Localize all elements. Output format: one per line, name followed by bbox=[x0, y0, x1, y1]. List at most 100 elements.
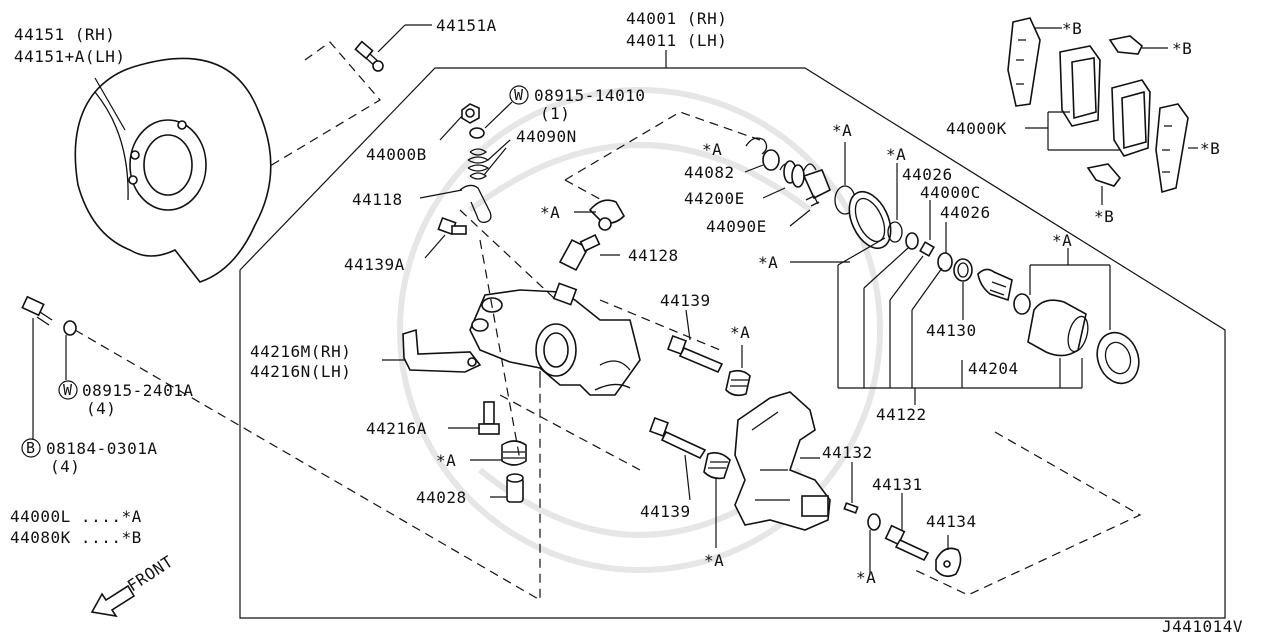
label-44200e: 44200E bbox=[684, 189, 745, 208]
label-a-4: *A bbox=[758, 253, 778, 272]
bolt-44139a-part bbox=[437, 216, 467, 236]
label-44128: 44128 bbox=[628, 246, 679, 265]
label-a-1: *A bbox=[702, 140, 722, 159]
label-44000b: 44000B bbox=[366, 145, 427, 164]
label-08915-14010-qty: (1) bbox=[540, 104, 570, 123]
clip-b-lower-part bbox=[1086, 163, 1122, 187]
washer-44132-part bbox=[867, 513, 881, 531]
bolt-44028-part bbox=[506, 473, 524, 503]
label-44139a: 44139A bbox=[344, 255, 405, 274]
washer-callout-w2 bbox=[58, 380, 78, 400]
bolt-44131-part bbox=[884, 524, 930, 562]
label-44026-b: 44026 bbox=[940, 203, 991, 222]
label-08915-2401a: 08915-2401A bbox=[82, 381, 193, 400]
label-44082: 44082 bbox=[684, 163, 735, 182]
label-b-4: *B bbox=[1094, 207, 1114, 226]
guide-pin-44128-part bbox=[558, 234, 601, 272]
pin-boot-upper-part bbox=[725, 369, 751, 397]
label-a-7: *A bbox=[730, 323, 750, 342]
label-44204: 44204 bbox=[968, 359, 1019, 378]
label-44139-lower: 44139 bbox=[640, 502, 691, 521]
seal-kit-44122-brackets bbox=[837, 237, 1083, 405]
label-44132: 44132 bbox=[822, 443, 873, 462]
label-44011-lh: 44011 (LH) bbox=[626, 31, 727, 50]
diagram-code: J441014V bbox=[1162, 617, 1243, 636]
dust-shield-part bbox=[74, 57, 272, 283]
large-ring-part bbox=[848, 190, 892, 250]
piston-part bbox=[1027, 299, 1089, 357]
ring-small-part bbox=[905, 232, 919, 250]
label-b-3: *B bbox=[1200, 139, 1220, 158]
label-b-1: *B bbox=[1062, 19, 1082, 38]
label-08184-0301a-qty: (4) bbox=[50, 457, 80, 476]
boot-part-a bbox=[588, 199, 625, 231]
legend-a: 44000L ....*A bbox=[10, 507, 142, 526]
caliper-support-part bbox=[734, 391, 831, 531]
guide-pin-44139-upper-part bbox=[667, 335, 724, 374]
shim-outer-left-part bbox=[1007, 17, 1041, 107]
clip-b-upper-part bbox=[1108, 35, 1143, 55]
label-a-10: *A bbox=[856, 568, 876, 587]
label-08915-2401a-qty: (4) bbox=[86, 399, 116, 418]
label-a-6: *A bbox=[1052, 231, 1072, 250]
bolt-44151a-part bbox=[354, 40, 384, 72]
label-44090e: 44090E bbox=[706, 217, 767, 236]
shim-outer-right-part bbox=[1155, 103, 1189, 194]
bolt-b-mark: B bbox=[26, 439, 36, 457]
seal-ring-small-part bbox=[1013, 293, 1031, 315]
label-44151a: 44151A bbox=[436, 16, 497, 35]
pin-boot-lower-part bbox=[703, 452, 731, 480]
label-44122: 44122 bbox=[876, 405, 927, 424]
spring-44200e-part bbox=[779, 160, 817, 188]
label-44130: 44130 bbox=[926, 321, 977, 340]
legend-b: 44080K ....*B bbox=[10, 528, 142, 547]
bracket-group-outline bbox=[914, 431, 1142, 596]
label-44151-lh: 44151+A(LH) bbox=[14, 47, 125, 66]
bolt-08184-part bbox=[21, 295, 53, 326]
washer-w2-mark: W bbox=[63, 381, 73, 399]
label-44139-upper: 44139 bbox=[660, 291, 711, 310]
bracket-44216m-part bbox=[402, 328, 482, 373]
snap-ring-44026-part bbox=[887, 221, 903, 243]
label-44000c: 44000C bbox=[920, 183, 981, 202]
label-a-5: *A bbox=[886, 145, 906, 164]
pin-44132-part bbox=[843, 502, 859, 514]
pin-44000c-part bbox=[919, 241, 935, 257]
guide-pin-44139-lower-part bbox=[649, 417, 707, 460]
front-label: FRONT bbox=[124, 552, 177, 596]
label-b-2: *B bbox=[1172, 39, 1192, 58]
label-44151-rh: 44151 (RH) bbox=[14, 25, 115, 44]
label-44026-a: 44026 bbox=[902, 165, 953, 184]
piston-seal-44130-part bbox=[953, 258, 973, 282]
plate-44134-part bbox=[935, 547, 962, 578]
shield-bolt-dashed-area bbox=[229, 41, 381, 191]
label-a-3: *A bbox=[832, 121, 852, 140]
clip-44082-part bbox=[745, 137, 780, 171]
label-44118: 44118 bbox=[352, 190, 403, 209]
label-a-8: *A bbox=[436, 451, 456, 470]
adjuster-44090e-part bbox=[802, 169, 832, 207]
caliper-body-part bbox=[469, 282, 641, 396]
seal-44026-part bbox=[937, 252, 953, 272]
label-44216m-rh: 44216M(RH) bbox=[250, 342, 351, 361]
clip-44118-part bbox=[459, 184, 492, 224]
brake-pad-inner-part bbox=[1111, 79, 1151, 157]
adjuster-bolt-part bbox=[977, 268, 1013, 302]
pin-boot-part bbox=[501, 440, 527, 466]
bolt-callout-b bbox=[21, 438, 41, 458]
assembly-frame bbox=[239, 67, 1226, 619]
label-44090n: 44090N bbox=[516, 127, 577, 146]
brake-pad-outer-part bbox=[1059, 45, 1101, 127]
washer-w1-mark: W bbox=[514, 86, 524, 104]
washer-callout-w1 bbox=[509, 85, 529, 105]
front-arrow-icon bbox=[90, 584, 136, 618]
piston-boot-part bbox=[1096, 331, 1140, 385]
label-44001-rh: 44001 (RH) bbox=[626, 9, 727, 28]
label-44131: 44131 bbox=[872, 475, 923, 494]
bleeder-cap-44000b-part bbox=[461, 103, 480, 124]
bolt-44216a-part bbox=[478, 401, 500, 435]
label-44028: 44028 bbox=[416, 488, 467, 507]
label-44216n-lh: 44216N(LH) bbox=[250, 362, 351, 381]
label-a-9: *A bbox=[704, 551, 724, 570]
